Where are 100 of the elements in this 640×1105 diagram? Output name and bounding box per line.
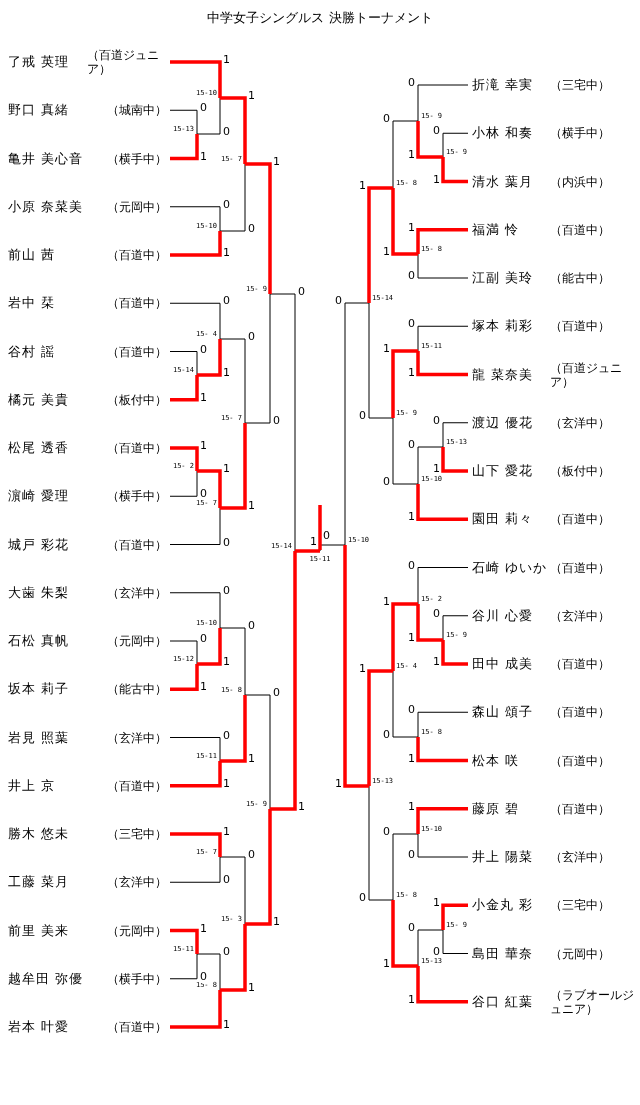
bracket-line	[416, 228, 468, 254]
bracket-line	[417, 833, 469, 858]
bracket-line	[169, 507, 221, 545]
bracket-line	[416, 484, 468, 521]
school-name: （三宅中）	[107, 827, 167, 841]
bracket-line	[417, 253, 469, 279]
player-name: 工藤 菜月	[8, 873, 71, 892]
school-name: （玄洋中）	[107, 875, 167, 890]
bracket-line	[220, 924, 247, 992]
player-name: 松尾 透香	[8, 439, 71, 457]
bracket-line	[244, 293, 271, 424]
edge-label: 1	[200, 150, 207, 163]
edge-label: 1	[223, 463, 230, 475]
bracket-line	[391, 602, 418, 671]
edge-label: 0	[335, 295, 342, 307]
edge-label: 1	[408, 149, 415, 161]
school-name: （百道中）	[107, 1020, 167, 1034]
player-name: 松本 咲	[472, 751, 521, 770]
school-name: （百道中）	[550, 705, 610, 720]
bracket-line	[219, 627, 246, 696]
bracket-line	[416, 737, 468, 763]
edge-label: 1	[310, 536, 317, 548]
bracket-line	[392, 120, 419, 189]
player-name: 井上 京	[8, 776, 57, 795]
edge-label: 1	[408, 800, 415, 813]
bracket-line	[170, 375, 199, 402]
bracket-line	[170, 990, 222, 1029]
school-name: （百道中）	[107, 441, 167, 455]
edge-label: 0	[433, 414, 440, 427]
school-name: （百道ジュニア）	[87, 48, 160, 76]
edge-label: 0	[248, 620, 255, 632]
title: 中学女子シングルス 決勝トーナメント	[206, 9, 434, 27]
bracket-line	[197, 628, 222, 666]
bracket-line	[197, 339, 222, 377]
player-name: 小原 奈菜美	[8, 197, 85, 216]
player-name: 龍 菜奈美	[472, 365, 535, 384]
edge-label: 1	[200, 922, 207, 935]
player-name: 井上 陽菜	[472, 848, 535, 866]
bracket-line	[391, 900, 418, 968]
bracket-line	[441, 640, 468, 666]
school-name: （百道中）	[107, 248, 167, 262]
school-name: （百道中）	[550, 319, 610, 334]
edge-label: 1	[248, 753, 255, 765]
school-name: （内浜中）	[550, 174, 610, 189]
bracket-line	[169, 109, 198, 135]
bracket-line	[169, 737, 221, 762]
bracket-line	[245, 809, 272, 926]
edge-label: 0	[359, 892, 366, 904]
player-name: 島田 華奈	[472, 944, 535, 963]
edge-label: 1	[248, 982, 255, 994]
player-name: 清水 葉月	[472, 172, 535, 191]
player-name: 勝木 悠未	[8, 825, 71, 843]
edge-label: 0	[223, 946, 230, 958]
player-name: 前里 美来	[8, 921, 71, 940]
bracket-line	[170, 60, 222, 98]
bracket-line	[417, 446, 444, 485]
edge-label: 1	[273, 156, 280, 168]
edge-label: 0	[408, 439, 415, 451]
player-name: 谷川 心愛	[472, 606, 535, 625]
bracket-line	[442, 422, 469, 448]
school-name: （能古中）	[107, 682, 167, 697]
edge-label: 0	[223, 126, 230, 138]
edge-label: 0	[223, 584, 230, 597]
edge-label: 0	[200, 633, 207, 645]
bracket-line	[169, 351, 198, 376]
bracket-line	[417, 567, 469, 605]
edge-label: 0	[273, 687, 280, 699]
bracket-line	[219, 163, 246, 232]
bracket-line	[367, 669, 393, 786]
edge-label: 0	[408, 559, 415, 572]
edge-label: 1	[383, 246, 390, 258]
edge-label: 0	[248, 331, 255, 343]
school-name: （百道中）	[107, 344, 167, 359]
bracket-line	[442, 929, 469, 954]
bracket-line	[220, 695, 247, 763]
bracket-line	[416, 604, 443, 642]
bracket-line	[170, 832, 222, 857]
bracket-line	[392, 417, 419, 485]
player-name: 小金丸 彩	[472, 896, 535, 915]
school-name: （元岡中）	[107, 923, 167, 938]
edge-label: 0	[298, 286, 305, 298]
edge-label: 1	[298, 801, 305, 813]
edge-label: 1	[359, 663, 366, 675]
bracket-line	[170, 134, 199, 161]
player-name: 越牟田 弥優	[8, 969, 85, 988]
player-name: 谷村 謡	[8, 342, 57, 361]
edge-label: 1	[383, 958, 390, 970]
bracket-line	[416, 121, 443, 159]
school-name: （板付中）	[107, 392, 167, 407]
school-name: （玄洋中）	[107, 585, 167, 600]
bracket-line	[441, 447, 468, 473]
player-name: 園田 莉々	[472, 510, 535, 529]
bracket-line	[391, 349, 418, 418]
bracket-line	[392, 670, 419, 738]
bracket-line	[368, 785, 394, 901]
bracket-line	[244, 694, 271, 810]
school-name: （ラブオールジュニア）	[550, 987, 635, 1016]
edge-label: 1	[223, 247, 230, 259]
player-name: 坂本 莉子	[8, 680, 71, 699]
bracket-line	[169, 856, 221, 883]
